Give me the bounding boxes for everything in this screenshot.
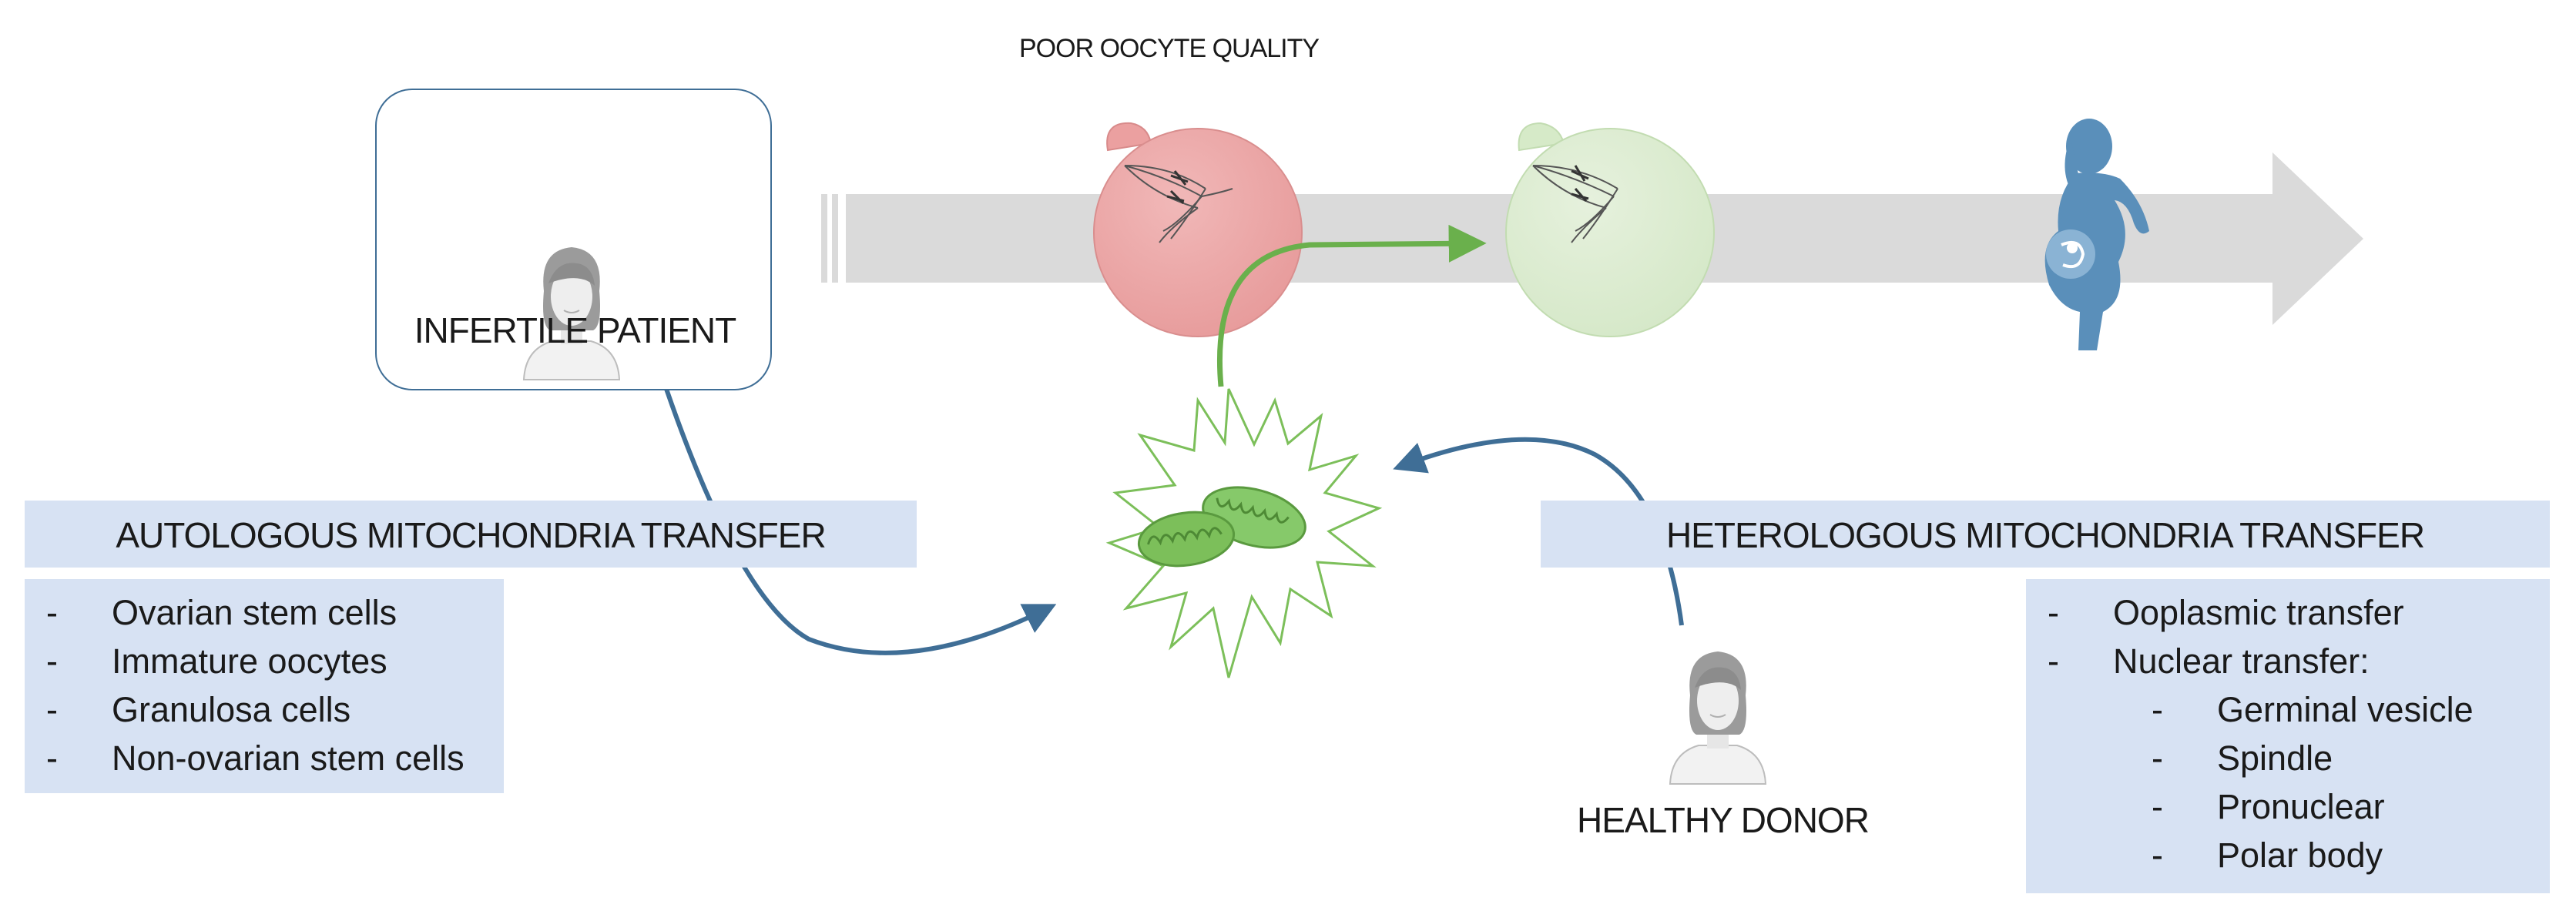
heterologous-header: HETEROLOGOUS MITOCHONDRIA TRANSFER (1541, 501, 2550, 568)
list-item: -Ovarian stem cells (46, 593, 397, 632)
donor-woman-portrait-icon (1669, 651, 1766, 785)
sub-list-item: -Polar body (2152, 836, 2383, 875)
autologous-header: AUTOLOGOUS MITOCHONDRIA TRANSFER (25, 501, 917, 568)
sub-list-item: -Spindle (2152, 738, 2333, 778)
poor-oocyte-quality-label: POOR OOCYTE QUALITY (1019, 34, 1320, 63)
autologous-title: AUTOLOGOUS MITOCHONDRIA TRANSFER (116, 515, 826, 555)
healthy-donor-label: HEALTHY DONOR (1577, 800, 1870, 840)
heterologous-title: HETEROLOGOUS MITOCHONDRIA TRANSFER (1665, 515, 2425, 555)
autologous-list: -Ovarian stem cells -Immature oocytes -G… (25, 579, 504, 793)
mitochondria-icon (1105, 388, 1383, 678)
list-item: -Ooplasmic transfer (2048, 593, 2404, 632)
list-item: -Non-ovarian stem cells (46, 738, 465, 778)
green-arrow (1216, 224, 1487, 387)
list-item: -Nuclear transfer: (2048, 641, 2370, 681)
sub-list-item: -Germinal vesicle (2152, 690, 2474, 729)
infertile-patient-label: INFERTILE PATIENT (414, 310, 737, 350)
heterologous-list: -Ooplasmic transfer -Nuclear transfer: -… (2026, 579, 2550, 893)
infertile-patient-box: INFERTILE PATIENT (375, 89, 772, 390)
list-item: -Granulosa cells (46, 690, 351, 729)
pregnant-woman-icon (2044, 119, 2149, 350)
oocyte-healthy-icon (1505, 122, 1715, 337)
oocyte-poor-icon (1093, 122, 1303, 337)
sub-list-item: -Pronuclear (2152, 787, 2385, 826)
list-item: -Immature oocytes (46, 641, 387, 681)
